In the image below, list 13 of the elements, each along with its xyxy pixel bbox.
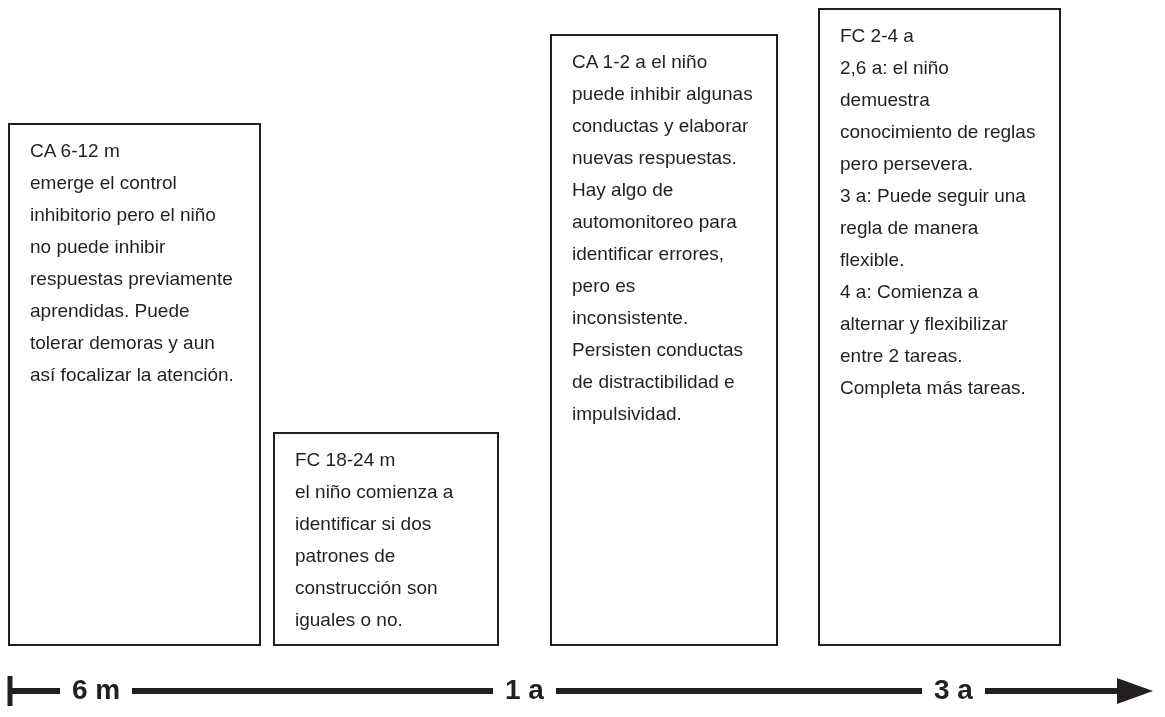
box-text: 2,6 a: el niño demuestra conocimiento de reglas pero persevera. bbox=[840, 56, 1037, 176]
box-text: emerge el control inhibitorio pero el niño no puede inhibir respuestas previamente aprendidas. Puede tolerar demoras y aun así focalizar la atención. bbox=[30, 171, 235, 387]
box-text: 4 a: Comienza a alternar y flexibilizar entre 2 tareas. Completa más tareas. bbox=[840, 280, 1027, 400]
box-text: el niño comienza a identificar si dos patrones de construcción son iguales o no. bbox=[295, 480, 455, 632]
box-heading: CA 6-12 m bbox=[30, 139, 121, 163]
text-box bbox=[550, 34, 778, 646]
box-text: CA 1-2 a el niño puede inhibir algunas conductas y elaborar nuevas respuestas. Hay algo de automonitoreo para identificar errores, pero es inconsistente. Persisten conductas de distractibilidad e impulsividad. bbox=[572, 50, 754, 426]
box-heading: FC 2-4 a bbox=[840, 24, 915, 48]
box-heading: FC 18-24 m bbox=[295, 448, 397, 472]
text-box bbox=[818, 8, 1061, 646]
text-box bbox=[8, 123, 261, 646]
box-text: 3 a: Puede seguir una regla de manera flexible. bbox=[840, 184, 1027, 272]
text-box bbox=[273, 432, 499, 646]
